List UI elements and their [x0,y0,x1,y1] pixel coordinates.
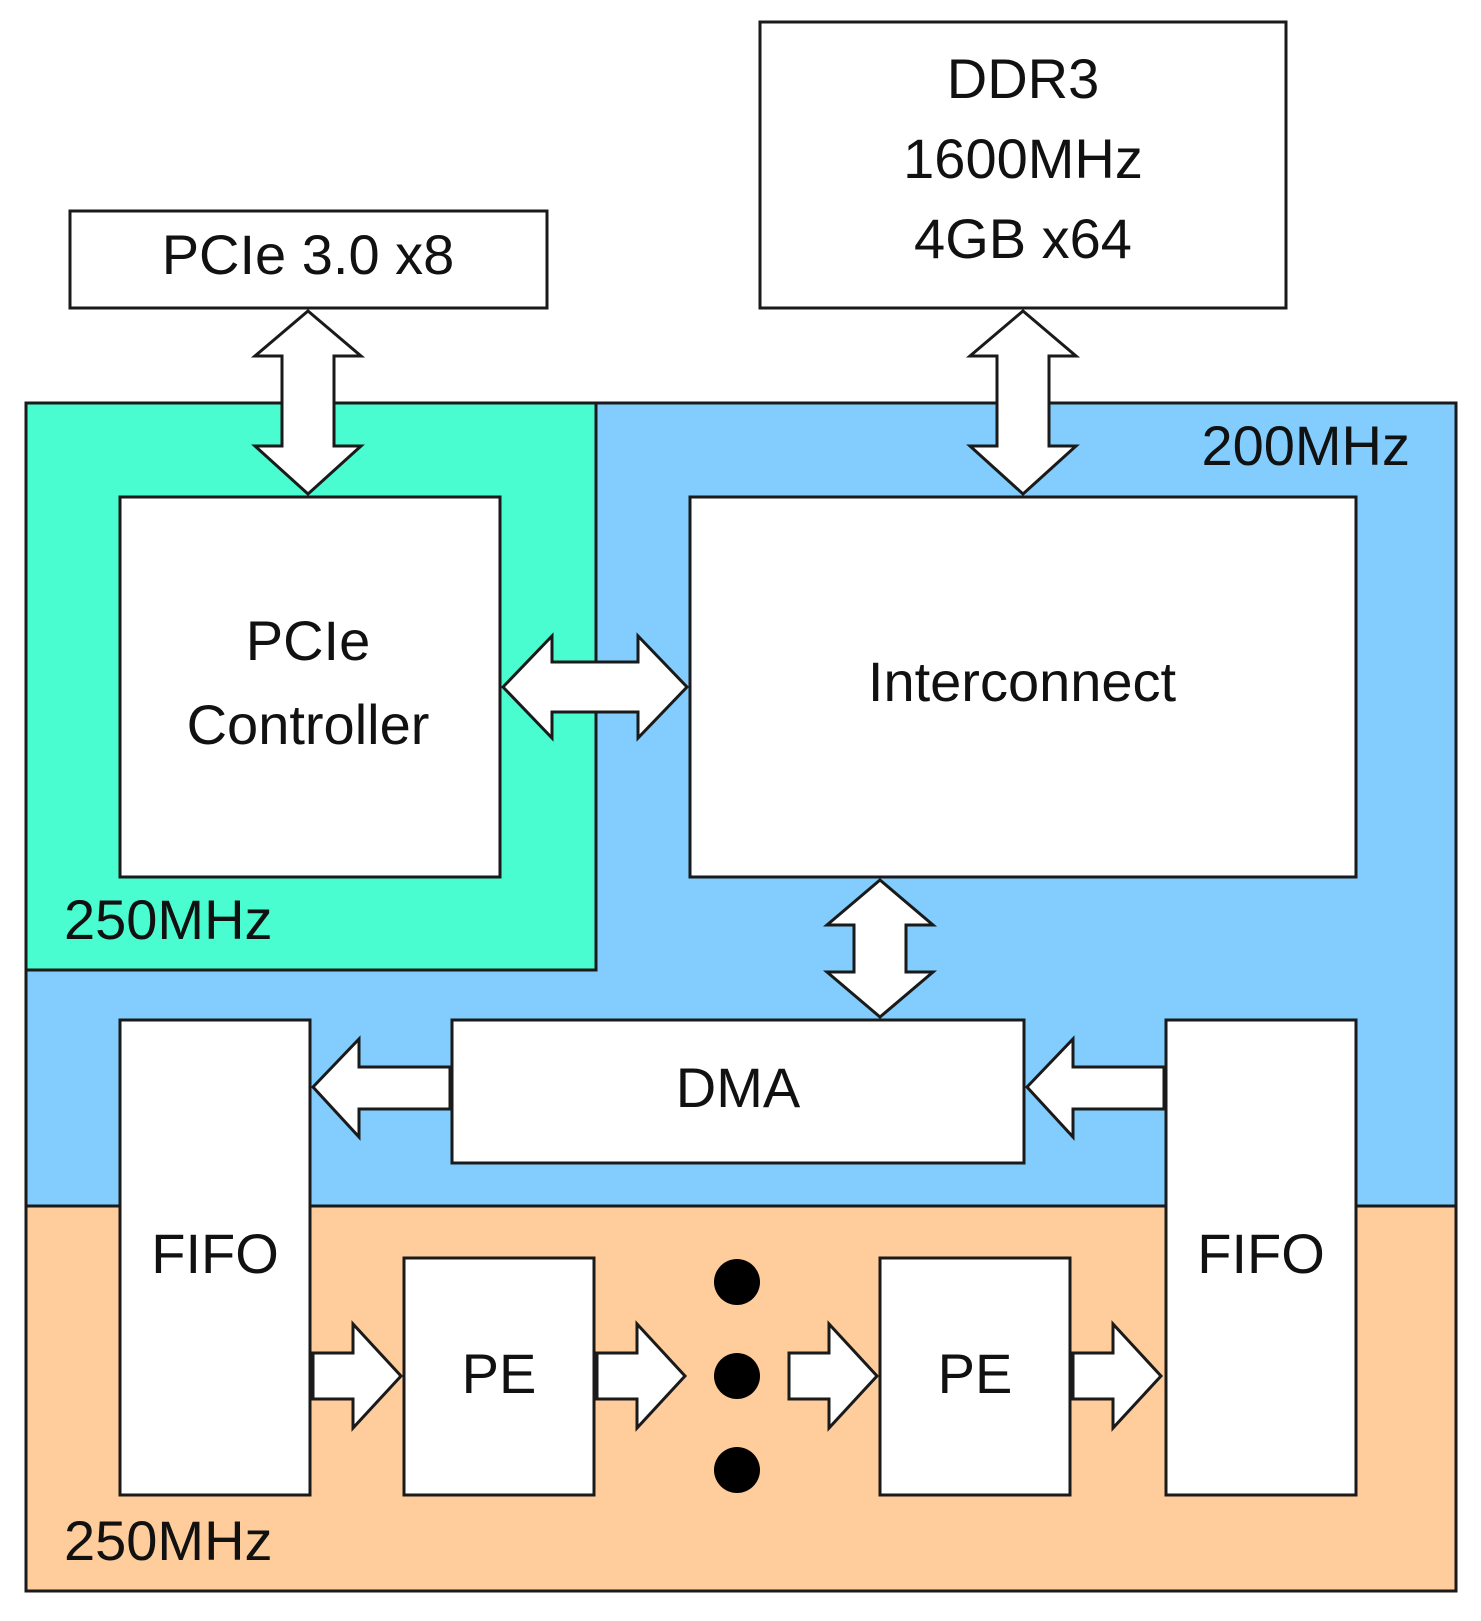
pe-last-label: PE [938,1342,1013,1405]
pcie-controller-label-line1: PCIe [246,609,371,672]
pe-chain-dot-top [714,1259,760,1305]
fifo-right-label: FIFO [1197,1222,1325,1285]
pcie-controller-block [118,495,502,879]
pe-chain-dot-bottom [714,1447,760,1493]
dma-label: DMA [676,1056,801,1119]
ddr3-interconnect-bidirectional-arrow [965,309,1081,497]
fifo-left-label: FIFO [151,1222,279,1285]
pcie-bus-controller-bidirectional-arrow [250,309,366,497]
pe-first-block [402,1256,596,1497]
pe-last-block [878,1256,1072,1497]
fifo-right-block [1164,1018,1358,1497]
interconnect-block [688,495,1358,879]
clock-label-pcie-250mhz: 250MHz [64,888,273,951]
dma-block [450,1018,1026,1165]
pe-to-chain-arrow [595,1320,688,1432]
dma-to-left-fifo-arrow [310,1035,452,1141]
pcie-controller-label-line2: Controller [187,693,430,756]
ddr3-memory-block [758,20,1288,310]
pcie-bus-label: PCIe 3.0 x8 [162,223,455,286]
controller-interconnect-bidirectional-arrow [500,632,690,742]
ddr3-label-line1: DDR3 [947,47,1099,110]
interconnect-dma-bidirectional-arrow [822,878,938,1019]
pe-chain-dot-middle [714,1353,760,1399]
fifo-left-block [118,1018,312,1497]
chain-to-pe-arrow [787,1320,880,1432]
pcie-bus-block [68,209,549,310]
interconnect-label: Interconnect [868,650,1177,713]
right-fifo-to-dma-arrow [1024,1035,1166,1141]
clock-label-200mhz: 200MHz [1201,414,1410,477]
ddr3-label-line3: 4GB x64 [914,207,1132,270]
pe-first-label: PE [462,1342,537,1405]
ddr3-label-line2: 1600MHz [903,127,1143,190]
pe-to-right-fifo-arrow [1071,1320,1164,1432]
left-fifo-to-pe-arrow [311,1320,404,1432]
clock-label-pe-250mhz: 250MHz [64,1509,273,1572]
